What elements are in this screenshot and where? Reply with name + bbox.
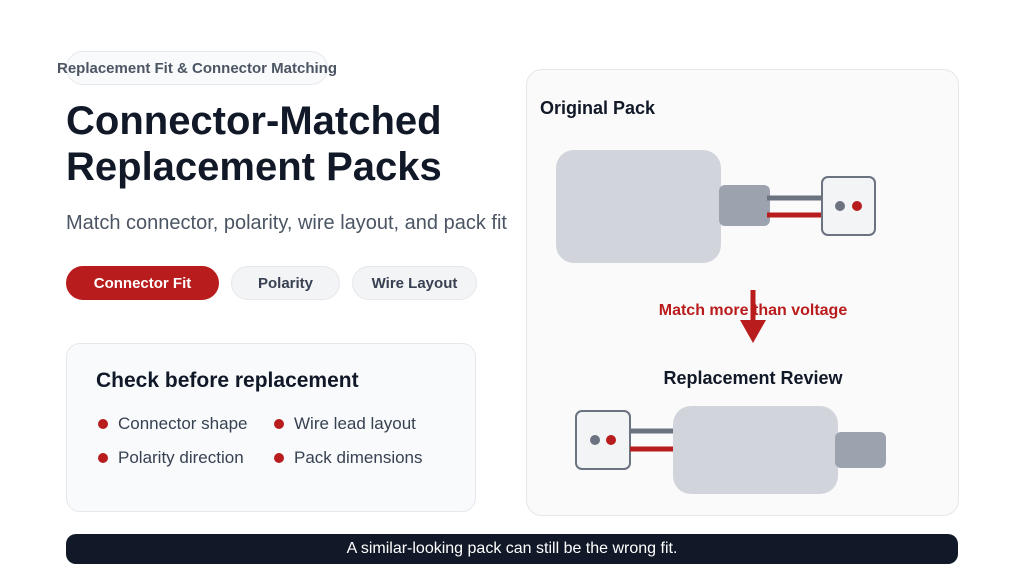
bullet-dot-icon — [98, 453, 108, 463]
list-item: Pack dimensions — [274, 448, 450, 468]
chip-polarity[interactable]: Polarity — [231, 266, 340, 300]
replacement-pack-nub — [835, 432, 886, 468]
replacement-connector-plug-icon — [575, 410, 631, 470]
checklist-items: Connector shape Wire lead layout Polarit… — [98, 414, 450, 468]
list-item-label: Wire lead layout — [294, 414, 416, 433]
connector-pin-gray — [835, 201, 845, 211]
page-title: Connector-Matched Replacement Packs — [66, 98, 526, 190]
replacement-battery-pack-icon — [673, 406, 838, 494]
checklist-card: Check before replacement Connector shape… — [66, 343, 476, 512]
connector-diagram — [556, 150, 886, 494]
match-note: Match more than voltage — [658, 302, 848, 319]
list-item-label: Connector shape — [118, 414, 248, 433]
footer-banner: A similar-looking pack can still be the … — [66, 534, 958, 564]
filter-chips: Connector Fit Polarity Wire Layout — [66, 266, 477, 300]
list-item: Polarity direction — [98, 448, 274, 468]
chip-wire-layout[interactable]: Wire Layout — [352, 266, 477, 300]
checklist-title: Check before replacement — [96, 369, 359, 392]
page-title-line-2: Replacement Packs — [66, 145, 442, 189]
original-pack-illustration — [556, 150, 876, 263]
connector-pin-gray — [590, 435, 600, 445]
connector-diagram-card: Original Pack Match more than voltage Re… — [526, 69, 959, 516]
arrow-down-icon — [740, 290, 766, 343]
bullet-dot-icon — [274, 453, 284, 463]
bullet-dot-icon — [98, 419, 108, 429]
original-connector-plug-icon — [821, 176, 876, 236]
chip-connector-fit[interactable]: Connector Fit — [66, 266, 219, 300]
list-item-label: Pack dimensions — [294, 448, 423, 467]
original-pack-label: Original Pack — [540, 98, 656, 118]
bullet-dot-icon — [274, 419, 284, 429]
list-item-label: Polarity direction — [118, 448, 244, 467]
page-title-line-1: Connector-Matched — [66, 99, 442, 143]
connector-pin-red — [852, 201, 862, 211]
replacement-review-label: Replacement Review — [663, 368, 843, 388]
original-pack-nub — [719, 185, 770, 226]
original-battery-pack-icon — [556, 150, 721, 263]
page-subtitle: Match connector, polarity, wire layout, … — [66, 212, 507, 234]
list-item: Connector shape — [98, 414, 274, 434]
eyebrow-badge: Replacement Fit & Connector Matching — [57, 51, 337, 85]
list-item: Wire lead layout — [274, 414, 450, 434]
replacement-pack-illustration — [575, 406, 886, 494]
connector-pin-red — [606, 435, 616, 445]
